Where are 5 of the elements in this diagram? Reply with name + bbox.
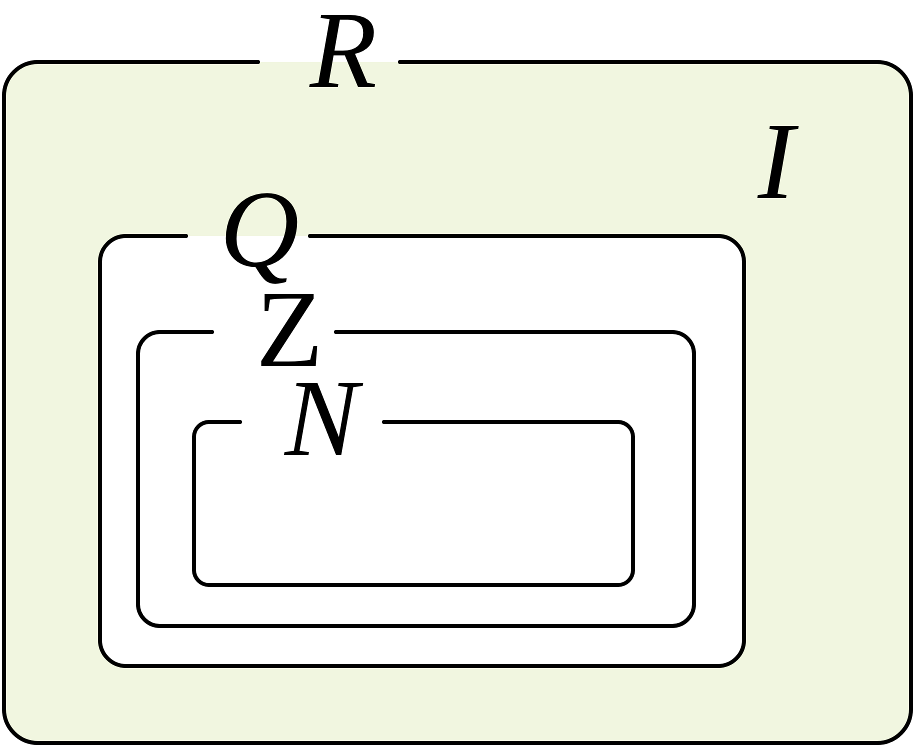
set-symbol: N [276,374,367,462]
set-symbol: Q [218,185,300,286]
set-symbol: Z [256,285,324,373]
set-symbol: R [308,6,378,94]
set-symbol: I [749,117,804,205]
